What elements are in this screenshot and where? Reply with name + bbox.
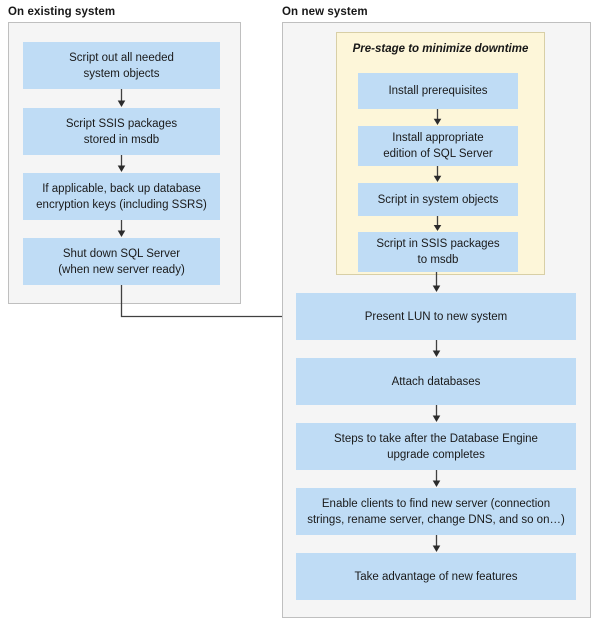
arrow-existing-3-to-4: [116, 220, 127, 238]
arrow-new-4-to-5: [431, 535, 442, 553]
node-script-in-system-objects[interactable]: Script in system objects: [358, 183, 518, 216]
node-line-1: Script in system objects: [377, 193, 499, 206]
node-line-2: stored in msdb: [83, 133, 160, 146]
arrow-new-2-to-3: [431, 405, 442, 423]
arrow-existing-1-to-2: [116, 89, 127, 108]
node-line-2: edition of SQL Server: [383, 148, 493, 160]
node-install-sql-server-edition[interactable]: Install appropriate edition of SQL Serve…: [358, 126, 518, 166]
node-backup-encryption-keys[interactable]: If applicable, back up database encrypti…: [23, 173, 220, 220]
arrow-prestage-2-to-3: [432, 166, 443, 183]
node-line-1: Enable clients to find new server (conne…: [321, 497, 551, 510]
node-shut-down-sql-server[interactable]: Shut down SQL Server (when new server re…: [23, 238, 220, 285]
node-line-2: encryption keys (including SSRS): [36, 198, 207, 211]
panel-title-existing-system: On existing system: [8, 6, 116, 18]
node-attach-databases[interactable]: Attach databases: [296, 358, 576, 405]
arrow-new-3-to-4: [431, 470, 442, 488]
node-line-1: Shut down SQL Server: [62, 247, 181, 260]
node-take-advantage-new-features[interactable]: Take advantage of new features: [296, 553, 576, 600]
node-line-1: Present LUN to new system: [364, 310, 508, 323]
arrow-prestage-to-present-lun: [431, 272, 442, 293]
node-line-1: If applicable, back up database: [42, 182, 201, 195]
node-present-lun[interactable]: Present LUN to new system: [296, 293, 576, 340]
node-line-1: Script in SSIS packages: [376, 238, 500, 250]
node-script-ssis-packages[interactable]: Script SSIS packages stored in msdb: [23, 108, 220, 155]
node-script-out-system-objects[interactable]: Script out all needed system objects: [23, 42, 220, 89]
node-line-1: Take advantage of new features: [354, 570, 518, 583]
arrow-prestage-3-to-4: [432, 216, 443, 232]
node-script-in-ssis-packages[interactable]: Script in SSIS packages to msdb: [358, 232, 518, 272]
node-line-2: (when new server ready): [58, 263, 185, 276]
node-line-2: upgrade completes: [387, 448, 485, 461]
panel-title-new-system: On new system: [282, 6, 368, 18]
arrow-prestage-1-to-2: [432, 109, 443, 126]
node-install-prerequisites[interactable]: Install prerequisites: [358, 73, 518, 109]
arrow-existing-2-to-3: [116, 155, 127, 173]
arrow-new-1-to-2: [431, 340, 442, 358]
node-line-1: Script out all needed: [69, 51, 174, 64]
node-line-2: system objects: [83, 67, 160, 80]
node-enable-clients-find-new-server[interactable]: Enable clients to find new server (conne…: [296, 488, 576, 535]
node-post-upgrade-steps[interactable]: Steps to take after the Database Engine …: [296, 423, 576, 470]
node-line-1: Install prerequisites: [388, 85, 488, 97]
node-line-2: strings, rename server, change DNS, and …: [307, 513, 565, 526]
node-line-1: Script SSIS packages: [65, 117, 178, 130]
node-line-1: Attach databases: [391, 375, 481, 388]
node-line-1: Steps to take after the Database Engine: [334, 432, 538, 445]
pre-stage-title: Pre-stage to minimize downtime: [352, 43, 529, 55]
node-line-2: to msdb: [417, 254, 459, 266]
node-line-1: Install appropriate: [392, 132, 484, 144]
connector-existing-to-new-system: [118, 285, 298, 325]
